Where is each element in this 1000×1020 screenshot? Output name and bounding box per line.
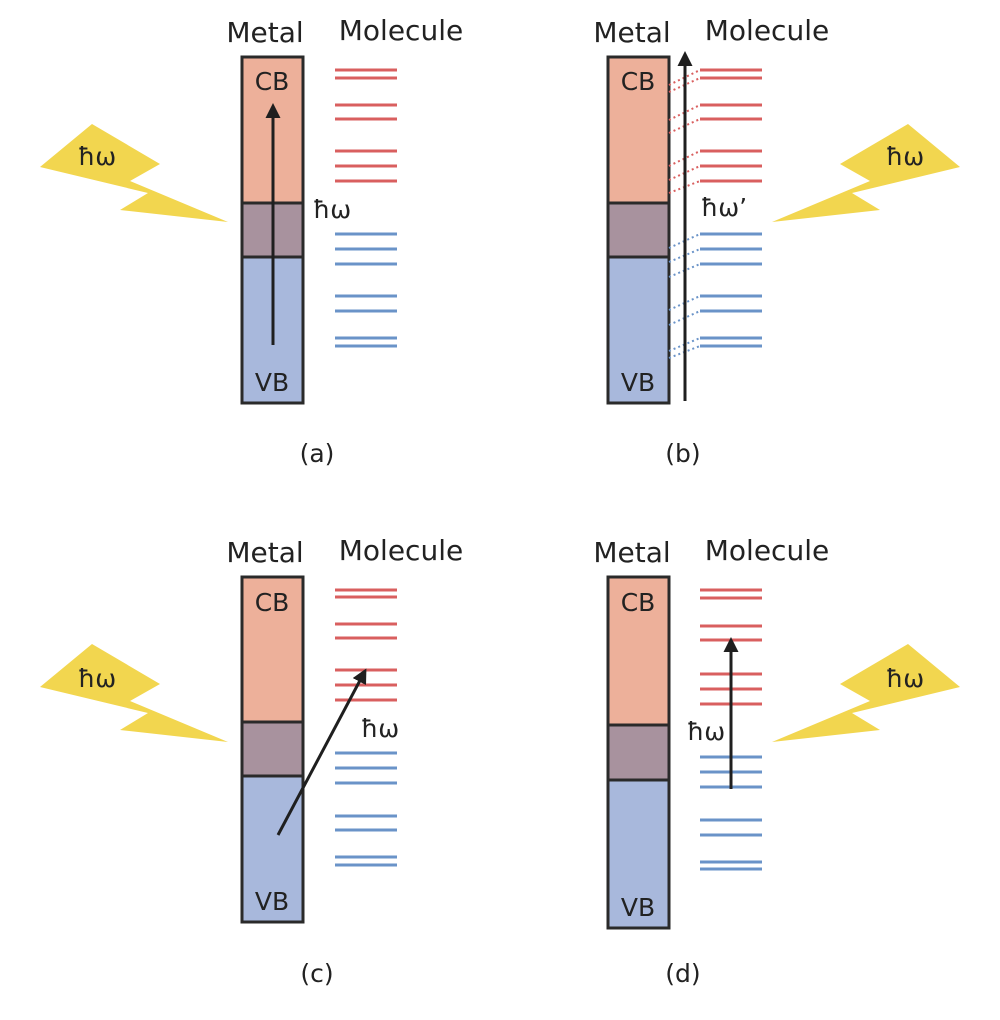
- hybridization-line: [668, 295, 701, 311]
- panel-c: Metal Molecule CB VB: [40, 534, 463, 988]
- panel-b: Metal Molecule CB VB: [593, 14, 960, 468]
- cb-label: CB: [255, 588, 290, 617]
- metal-label: Metal: [593, 16, 670, 49]
- vb-label: VB: [621, 368, 655, 397]
- lightning-bolt-icon: [772, 644, 960, 742]
- metal-label: Metal: [226, 16, 303, 49]
- panel-d: Metal Molecule CB VB: [593, 534, 960, 988]
- panel-caption: (d): [665, 959, 700, 988]
- metal-band-column: CB VB: [606, 55, 671, 405]
- band-gap-region: [608, 203, 669, 257]
- vb-label: VB: [255, 368, 289, 397]
- vb-label: VB: [255, 887, 289, 916]
- panel-caption: (c): [300, 959, 333, 988]
- molecule-levels: [335, 68, 397, 348]
- hybridization-line: [668, 165, 701, 181]
- band-gap-region: [242, 722, 303, 776]
- hybridization-line: [668, 150, 701, 167]
- metal-outline: [606, 575, 671, 930]
- molecule-label: Molecule: [705, 534, 829, 567]
- molecule-label: Molecule: [705, 14, 829, 47]
- panel-caption: (a): [300, 439, 335, 468]
- metal-label: Metal: [226, 536, 303, 569]
- photon-energy-label: ħω: [78, 142, 116, 171]
- cb-label: CB: [621, 588, 656, 617]
- lightning-bolt-icon: [40, 644, 228, 742]
- panel-a: Metal Molecule CB VB: [40, 14, 463, 468]
- conduction-band: [242, 577, 303, 722]
- hybridization-line: [668, 118, 701, 134]
- hybridization-line: [668, 233, 701, 249]
- hybridization-line: [668, 104, 701, 121]
- conduction-band: [608, 57, 669, 203]
- molecule-label: Molecule: [339, 534, 463, 567]
- hybridization-line: [668, 310, 701, 326]
- transition-energy-label: ħω: [361, 714, 399, 743]
- metal-outline: [240, 575, 305, 924]
- transition-energy-label: ħω: [313, 195, 351, 224]
- valence-band: [608, 780, 669, 928]
- vb-label: VB: [621, 893, 655, 922]
- conduction-band: [608, 577, 669, 725]
- photon-energy-label: ħω: [886, 142, 924, 171]
- molecule-levels: [335, 588, 397, 867]
- lightning-bolt-icon: [40, 124, 228, 222]
- metal-band-column: CB VB: [240, 55, 305, 405]
- cb-label: CB: [255, 67, 290, 96]
- transition-arrow: [276, 668, 367, 836]
- metal-band-column: CB VB: [240, 575, 305, 924]
- lightning-bolt-icon: [772, 124, 960, 222]
- metal-outline: [240, 55, 305, 405]
- transition-energy-label: ħω’: [701, 193, 747, 222]
- molecule-levels: [700, 68, 762, 348]
- molecule-label: Molecule: [339, 14, 463, 47]
- transition-energy-label: ħω: [687, 717, 725, 746]
- cb-label: CB: [621, 67, 656, 96]
- metal-label: Metal: [593, 536, 670, 569]
- metal-band-column: CB VB: [606, 575, 671, 930]
- hybridization-line: [668, 77, 701, 93]
- hybridization-line: [668, 69, 701, 86]
- valence-band: [242, 776, 303, 922]
- photon-energy-label: ħω: [78, 664, 116, 693]
- band-gap-region: [608, 725, 669, 780]
- photon-energy-label: ħω: [886, 664, 924, 693]
- panel-caption: (b): [665, 439, 700, 468]
- metal-outline: [606, 55, 671, 405]
- valence-band: [608, 257, 669, 403]
